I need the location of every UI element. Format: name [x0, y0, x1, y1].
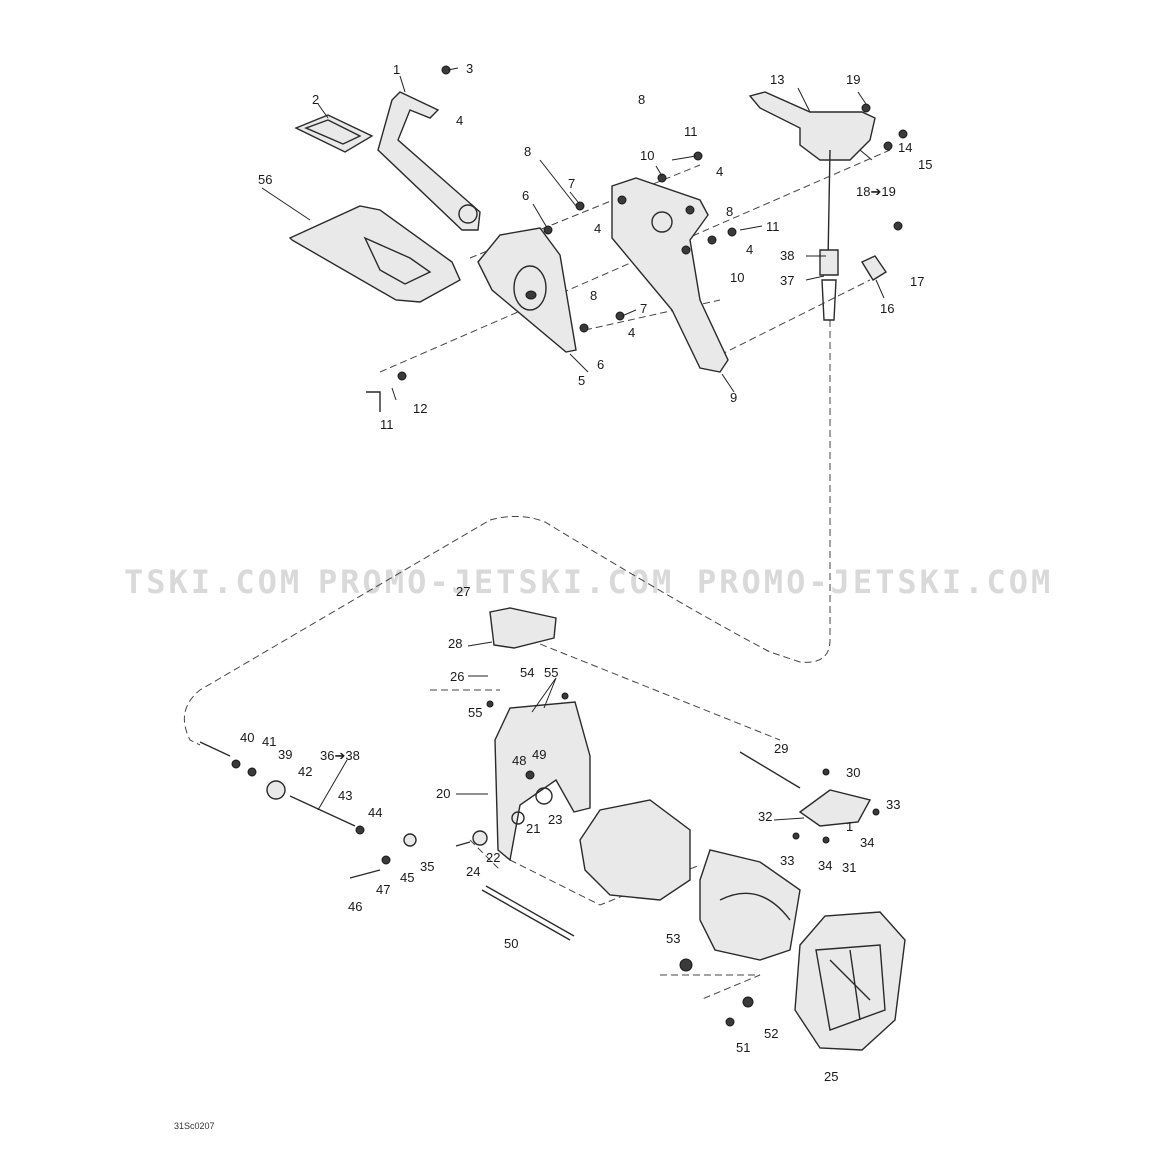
- callout-47: 47: [376, 882, 390, 897]
- part-16-plate: [860, 255, 887, 281]
- callout-33: 33: [780, 853, 794, 868]
- watermark-text-right: PROMO-JETSKI.COM: [697, 563, 1054, 601]
- part-20-mount: [494, 701, 591, 862]
- watermark-text-mid: PROMO-JETSKI.COM: [318, 563, 675, 601]
- callout-30: 30: [846, 765, 860, 780]
- callout-37: 37: [780, 273, 794, 288]
- callout-43: 43: [338, 788, 352, 803]
- callout-52: 52: [764, 1026, 778, 1041]
- callout-9: 9: [730, 390, 737, 405]
- callout-53: 53: [666, 931, 680, 946]
- callout-27: 27: [456, 584, 470, 599]
- callout-8: 8: [590, 288, 597, 303]
- part-2-pad: [294, 114, 374, 153]
- callout-18: 18➔19: [856, 184, 896, 199]
- callout-35: 35: [420, 859, 434, 874]
- callout-19: 19: [846, 72, 860, 87]
- callout-26: 26: [450, 669, 464, 684]
- callout-13: 13: [770, 72, 784, 87]
- callout-36-38: 36➔38: [320, 748, 360, 763]
- callout-45: 45: [400, 870, 414, 885]
- callout-32: 32: [758, 809, 772, 824]
- callout-6: 6: [522, 188, 529, 203]
- callout-8: 8: [726, 204, 733, 219]
- part-5-bracket: [477, 227, 577, 353]
- part-25-nozzle: [794, 911, 906, 1051]
- callout-41: 41: [262, 734, 276, 749]
- part-32-hinge: [798, 789, 872, 827]
- callout-38: 38: [780, 248, 794, 263]
- callout-28: 28: [448, 636, 462, 651]
- drawing-reference: 31Sc0207: [174, 1121, 215, 1131]
- callout-14: 14: [898, 140, 912, 155]
- callout-34: 34: [860, 835, 874, 850]
- callout-4: 4: [628, 325, 635, 340]
- callout-46: 46: [348, 899, 362, 914]
- callout-48: 48: [512, 753, 526, 768]
- callout-4: 4: [594, 221, 601, 236]
- callout-11: 11: [684, 124, 698, 139]
- callout-15: 15: [918, 157, 932, 172]
- callout-39: 39: [278, 747, 292, 762]
- callout-2: 2: [312, 92, 319, 107]
- callout-44: 44: [368, 805, 382, 820]
- callout-7: 7: [640, 301, 647, 316]
- callout-1: 1: [393, 62, 400, 77]
- callout-29: 29: [774, 741, 788, 756]
- callout-8: 8: [638, 92, 645, 107]
- callout-17: 17: [910, 274, 924, 289]
- callout-49: 49: [532, 747, 546, 762]
- leader-lines: [261, 67, 885, 821]
- part-56-cover: [288, 205, 461, 303]
- callout-55: 55: [544, 665, 558, 680]
- callout-20: 20: [436, 786, 450, 801]
- callout-4: 4: [746, 242, 753, 257]
- part-29-rod: [739, 751, 801, 789]
- part-28-bracket: [489, 607, 557, 649]
- callout-4: 4: [456, 113, 463, 128]
- callout-42: 42: [298, 764, 312, 779]
- callout-25: 25: [824, 1069, 838, 1084]
- part-9-plate: [611, 177, 729, 373]
- watermark-text-left: TSKI.COM: [124, 563, 303, 601]
- callout-24: 24: [466, 864, 480, 879]
- callout-16: 16: [880, 301, 894, 316]
- watermark: TSKI.COM PROMO-JETSKI.COM PROMO-JETSKI.C…: [0, 563, 1170, 603]
- small-fasteners-lower: [486, 692, 880, 1027]
- callout-55: 55: [468, 705, 482, 720]
- callout-54: 54: [520, 665, 534, 680]
- callout-56: 56: [258, 172, 272, 187]
- part-1-lever: [377, 91, 481, 231]
- callout-51: 51: [736, 1040, 750, 1055]
- callout-3: 3: [466, 61, 473, 76]
- part-50-spring: [481, 885, 575, 941]
- callout-12: 12: [413, 401, 427, 416]
- callout-22: 22: [486, 850, 500, 865]
- callout-21: 21: [526, 821, 540, 836]
- callout-34: 34: [818, 858, 832, 873]
- callout-31: 31: [842, 860, 856, 875]
- callout-40: 40: [240, 730, 254, 745]
- callout-1: 1: [846, 819, 853, 834]
- pump-housing: [579, 799, 801, 961]
- callout-50: 50: [504, 936, 518, 951]
- callout-10: 10: [730, 270, 744, 285]
- callout-8: 8: [524, 144, 531, 159]
- callout-6: 6: [597, 357, 604, 372]
- callout-11: 11: [766, 219, 780, 234]
- callout-23: 23: [548, 812, 562, 827]
- callout-10: 10: [640, 148, 654, 163]
- callout-5: 5: [578, 373, 585, 388]
- part-13-arm: [748, 91, 876, 321]
- part-43-shaft: [199, 741, 488, 879]
- callout-7: 7: [568, 176, 575, 191]
- callout-33: 33: [886, 797, 900, 812]
- callout-11: 11: [380, 417, 394, 432]
- callout-4: 4: [716, 164, 723, 179]
- callout-labels: 1 2 3 4 56 8 7 6 4 8 10 11 4 8 11 4 10 1…: [240, 61, 932, 1084]
